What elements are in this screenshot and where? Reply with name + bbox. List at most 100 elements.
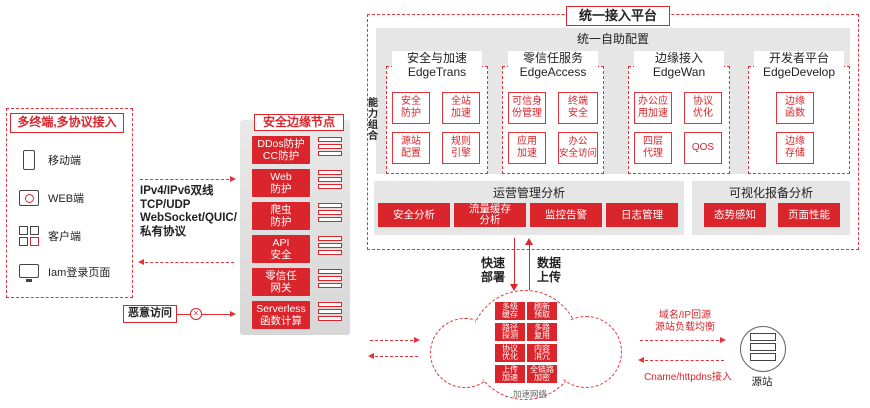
mobile-icon (18, 149, 40, 171)
module-header: 安全与加速 EdgeTrans (392, 51, 482, 83)
cloud-cell: 全链路加密 (527, 365, 557, 383)
service-line: 爬虫 (270, 204, 292, 216)
terminal-label: 客户端 (48, 231, 81, 243)
service-crawler[interactable]: 爬虫防护 (252, 202, 310, 230)
service-line: 网关 (270, 282, 292, 294)
protocol-item: WebSocket/QUIC/ (140, 212, 237, 224)
situation-awareness-button[interactable]: 态势感知 (704, 203, 766, 227)
edge-to-cloud-arrow (370, 336, 420, 343)
cloud-cell: 多级缓存 (495, 302, 525, 320)
malicious-arrow (204, 310, 236, 317)
service-line: 函数计算 (259, 315, 302, 327)
capability-label: 能力组合 (368, 98, 378, 142)
page-performance-button[interactable]: 页面性能 (778, 203, 840, 227)
module-header: 零信任服务 EdgeAccess (508, 51, 598, 83)
access-arrow-right (140, 175, 236, 182)
capability-cell[interactable]: 应用加速 (508, 132, 546, 164)
origin-to-cloud-arrow (638, 356, 724, 363)
ops-monitor-alert-button[interactable]: 监控告警 (530, 203, 602, 227)
module-cn: 安全与加速 (406, 51, 467, 65)
rack-slots (318, 302, 342, 323)
cloud-fill (553, 319, 619, 385)
capability-cell[interactable]: QOS (684, 132, 722, 164)
origin-note: 域名/IP回源 源站负载均衡 (655, 310, 715, 333)
capability-cell[interactable]: 源站配置 (392, 132, 430, 164)
visual-analysis-title: 可视化报备分析 (728, 186, 813, 200)
capability-cell[interactable]: 终端安全 (558, 92, 598, 124)
rack-slots (318, 137, 342, 158)
protocol-item: 私有协议 (140, 225, 186, 238)
service-line: API (272, 237, 290, 249)
capability-cell[interactable]: 协议优化 (684, 92, 722, 124)
service-line: 防护 (270, 216, 292, 228)
terminal-iam: Iam登录页面 (18, 258, 122, 286)
protocol-item: TCP/UDP (140, 198, 191, 211)
block-icon: × (190, 308, 202, 320)
fast-deploy-label: 快速部署 (480, 256, 505, 284)
terminal-client: 客户端 (18, 222, 122, 250)
cloud-to-origin-arrow (640, 336, 726, 343)
deploy-arrow (514, 238, 515, 290)
capability-cell[interactable]: 办公应用加速 (634, 92, 672, 124)
self-config-title: 统一自助配置 (576, 32, 649, 46)
terminal-mobile: 移动端 (18, 146, 122, 174)
capability-cell[interactable]: 四层代理 (634, 132, 672, 164)
module-header: 开发者平台 EdgeDevelop (754, 51, 844, 83)
malicious-access-label: 恶意访问 (123, 305, 177, 323)
capability-cell[interactable]: 办公安全访问 (558, 132, 598, 164)
capability-cell[interactable]: 边缘存储 (776, 132, 814, 164)
client-icon (18, 225, 40, 247)
module-en: EdgeDevelop (762, 65, 836, 79)
module-cn: 零信任服务 (522, 51, 583, 65)
capability-cell[interactable]: 全站加速 (442, 92, 480, 124)
service-line: CC防护 (262, 150, 300, 162)
capability-cell[interactable]: 边缘函数 (776, 92, 814, 124)
protocol-item: IPv4/IPv6双线 (140, 185, 214, 197)
module-cn: 边缘接入 (654, 51, 703, 65)
platform-title: 统一接入平台 (566, 6, 670, 26)
rack-slots (318, 236, 342, 257)
module-en: EdgeWan (652, 65, 706, 79)
service-line: Web (270, 171, 292, 183)
module-header: 边缘接入 EdgeWan (634, 51, 724, 83)
protocol-list: IPv4/IPv6双线 TCP/UDP WebSocket/QUIC/ 私有协议 (140, 185, 250, 239)
rack-slots (318, 203, 342, 224)
service-zero-trust[interactable]: 零信任网关 (252, 268, 310, 296)
server-rack (750, 353, 776, 361)
cname-label: Cname/httpdns接入 (644, 372, 732, 383)
server-rack (750, 333, 776, 341)
data-upload-label: 数据上传 (536, 256, 561, 284)
deploy-arrowhead (510, 284, 518, 291)
multi-terminal-title: 多终端,多协议接入 (10, 113, 124, 133)
service-line: Serverless (256, 303, 306, 315)
ops-traffic-cache-button[interactable]: 流量缓存分析 (454, 203, 526, 227)
capability-cell[interactable]: 规则引擎 (442, 132, 480, 164)
iam-monitor-icon (18, 261, 40, 283)
capability-cell[interactable]: 安全防护 (392, 92, 430, 124)
acceleration-network-label: 加速网络 (512, 389, 547, 399)
top-note (0, 0, 520, 8)
ops-analysis-title: 运营管理分析 (492, 186, 565, 200)
cloud-to-edge-arrow (368, 352, 418, 359)
service-line: DDos防护 (257, 138, 305, 150)
cloud-cell: 上传加速 (495, 365, 525, 383)
ops-security-analysis-button[interactable]: 安全分析 (378, 203, 450, 227)
cloud-cell: 路径探测 (495, 323, 525, 341)
capability-cell[interactable]: 可信身份管理 (508, 92, 546, 124)
cloud-cell: 刷新预取 (527, 302, 557, 320)
return-arrow-left (138, 258, 234, 265)
cloud-cell: 协议优化 (495, 344, 525, 362)
cloud-cell: 内容消冗 (527, 344, 557, 362)
ops-log-management-button[interactable]: 日志管理 (606, 203, 678, 227)
module-cn: 开发者平台 (768, 51, 829, 65)
terminal-label: 移动端 (48, 155, 81, 167)
service-line: 安全 (270, 249, 292, 261)
upload-arrow (529, 244, 530, 290)
terminal-label: Iam登录页面 (48, 267, 111, 279)
module-en: EdgeAccess (519, 65, 587, 79)
module-en: EdgeTrans (407, 65, 467, 79)
